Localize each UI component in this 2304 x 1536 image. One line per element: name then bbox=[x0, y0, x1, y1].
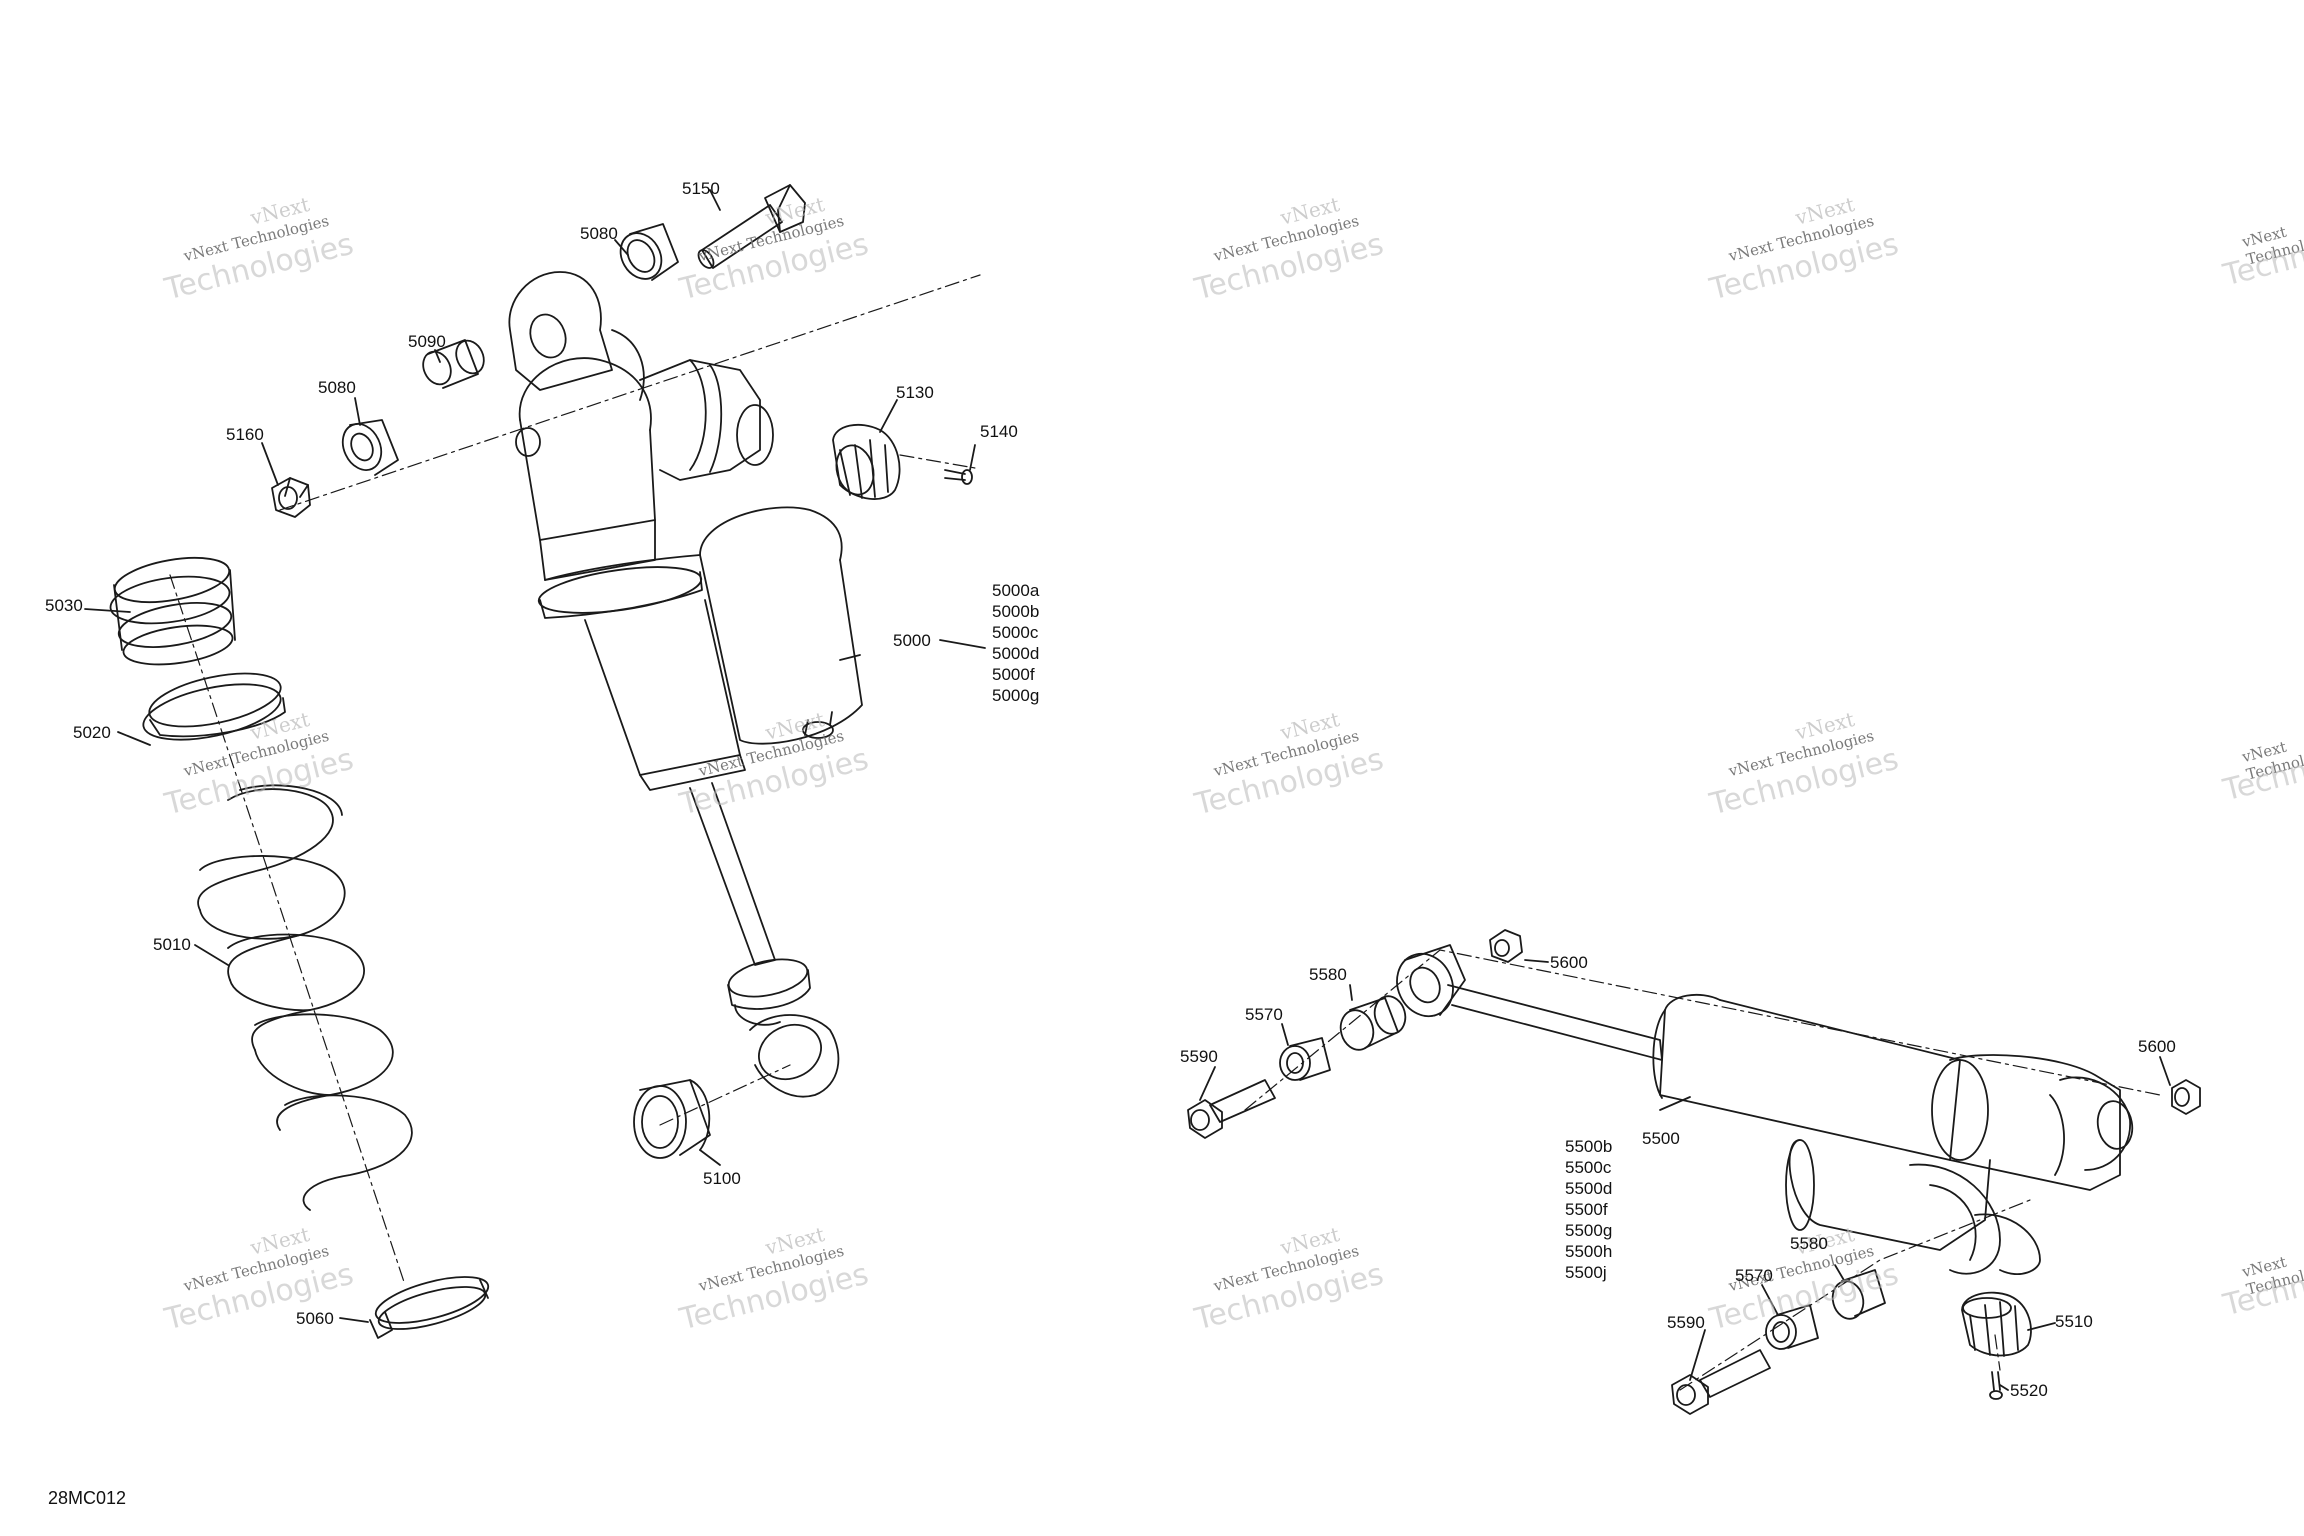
part-label-5090: 5090 bbox=[408, 332, 446, 351]
spacer-5090 bbox=[422, 339, 485, 389]
shock-5500-body bbox=[1396, 944, 2134, 1275]
variant-5500j: 5500j bbox=[1565, 1263, 1607, 1282]
part-label-5590: 5590 bbox=[1180, 1047, 1218, 1066]
nut-5600-right bbox=[2171, 1079, 2201, 1115]
part-label-5590: 5590 bbox=[1667, 1313, 1705, 1332]
bumper-5100 bbox=[633, 1079, 711, 1159]
part-label-5100: 5100 bbox=[703, 1169, 741, 1188]
part-label-5600: 5600 bbox=[2138, 1037, 2176, 1056]
screw-5520 bbox=[1989, 1371, 2003, 1400]
knob-5510 bbox=[1961, 1291, 2032, 1357]
variant-list-5500: 5500b 5500c 5500d 5500f 5500g 5500h 5500… bbox=[1565, 1136, 1612, 1283]
spacer-5580-bottom bbox=[1831, 1269, 1886, 1320]
part-label-5010: 5010 bbox=[153, 935, 191, 954]
bolt-5590-top bbox=[1187, 1079, 1276, 1139]
part-label-5140: 5140 bbox=[980, 422, 1018, 441]
part-label-5580: 5580 bbox=[1790, 1234, 1828, 1253]
part-label-5080: 5080 bbox=[318, 378, 356, 397]
variant-5000g: 5000g bbox=[992, 686, 1040, 705]
variant-5000b: 5000b bbox=[992, 602, 1040, 621]
variant-5000d: 5000d bbox=[992, 644, 1040, 663]
coil-spring-5010 bbox=[197, 784, 413, 1211]
variant-5000f: 5000f bbox=[992, 665, 1035, 684]
diagram-code: 28MC012 bbox=[48, 1488, 127, 1508]
spacer-5580-top bbox=[1339, 995, 1407, 1051]
variant-5500f: 5500f bbox=[1565, 1200, 1608, 1219]
part-label-5600: 5600 bbox=[1550, 953, 1588, 972]
part-label-5510: 5510 bbox=[2055, 1312, 2093, 1331]
part-label-5060: 5060 bbox=[296, 1309, 334, 1328]
part-label-5080: 5080 bbox=[580, 224, 618, 243]
part-label-5570: 5570 bbox=[1245, 1005, 1283, 1024]
bushing-5080-top bbox=[619, 223, 679, 281]
variant-5500c: 5500c bbox=[1565, 1158, 1612, 1177]
bushing-5080-lower bbox=[341, 419, 399, 476]
variant-5000a: 5000a bbox=[992, 581, 1040, 600]
bushing-5570-top bbox=[1279, 1037, 1331, 1081]
nut-5160 bbox=[271, 477, 311, 518]
spring-seat-5030 bbox=[109, 556, 236, 666]
part-label-5520: 5520 bbox=[2010, 1381, 2048, 1400]
bolt-5150 bbox=[697, 184, 806, 269]
part-label-5020: 5020 bbox=[73, 723, 111, 742]
bushing-5570-bottom bbox=[1765, 1304, 1819, 1350]
variant-5500d: 5500d bbox=[1565, 1179, 1613, 1198]
variant-list-5000: 5000a 5000b 5000c 5000d 5000f 5000g bbox=[992, 580, 1039, 706]
knob-5130 bbox=[832, 423, 901, 500]
spring-seat-5060 bbox=[369, 1276, 490, 1339]
part-label-5500: 5500 bbox=[1642, 1129, 1680, 1148]
screw-5140 bbox=[944, 469, 973, 485]
part-label-5160: 5160 bbox=[226, 425, 264, 444]
retainer-ring-5020 bbox=[142, 672, 286, 741]
variant-5500h: 5500h bbox=[1565, 1242, 1613, 1261]
part-label-5570: 5570 bbox=[1735, 1266, 1773, 1285]
variant-5500b: 5500b bbox=[1565, 1137, 1613, 1156]
part-label-5150: 5150 bbox=[682, 179, 720, 198]
variant-5000c: 5000c bbox=[992, 623, 1039, 642]
part-label-5130: 5130 bbox=[896, 383, 934, 402]
part-label-5030: 5030 bbox=[45, 596, 83, 615]
shock-5000-body bbox=[508, 271, 863, 1098]
part-label-5000: 5000 bbox=[893, 631, 931, 650]
bolt-5590-bottom bbox=[1671, 1349, 1771, 1415]
variant-5500g: 5500g bbox=[1565, 1221, 1613, 1240]
nut-5600-top bbox=[1489, 929, 1523, 963]
part-label-5580: 5580 bbox=[1309, 965, 1347, 984]
